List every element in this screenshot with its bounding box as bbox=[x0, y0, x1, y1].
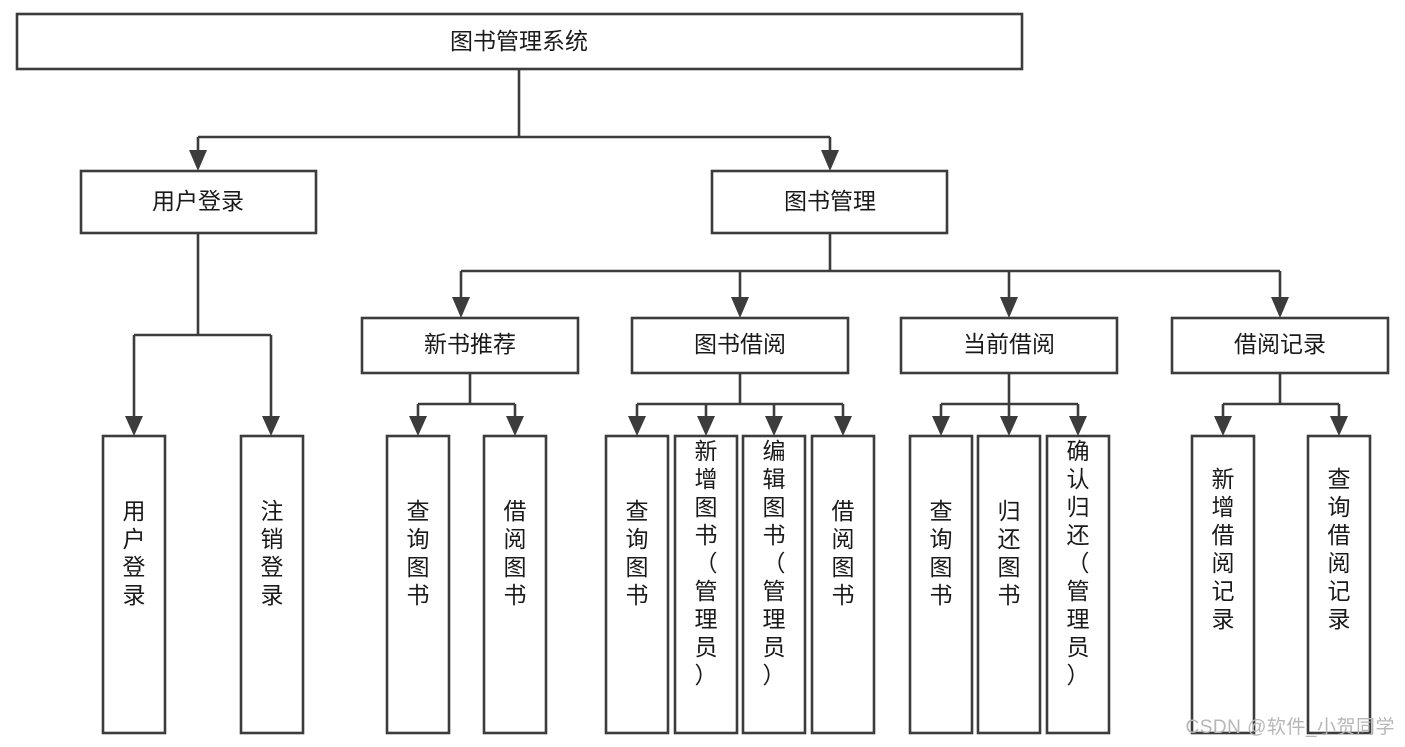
node-leaf-query-book-3[interactable]: 查询图书 bbox=[908, 434, 974, 735]
node-leaf-confirm-return-label: 确认归还（管理员） bbox=[1067, 438, 1090, 688]
node-leaf-query-record[interactable]: 查询借阅记录 bbox=[1306, 434, 1372, 735]
arrow-head-leaf-query-book-1 bbox=[409, 416, 427, 436]
arrow-head-new-book-recommend bbox=[452, 297, 470, 318]
node-current-borrow-label: 当前借阅 bbox=[963, 331, 1055, 357]
node-leaf-add-book[interactable]: 新增图书（管理员） bbox=[673, 434, 739, 735]
node-leaf-logout[interactable]: 注销登录 bbox=[239, 434, 305, 735]
node-new-book-recommend-box[interactable] bbox=[360, 316, 580, 375]
node-leaf-borrow-book-1-label: 借阅图书 bbox=[504, 498, 527, 608]
node-current-borrow-box[interactable] bbox=[899, 316, 1119, 375]
node-book-management[interactable]: 图书管理 bbox=[710, 169, 949, 235]
arrow-head-leaf-query-book-2 bbox=[628, 416, 646, 436]
node-book-borrow-box[interactable] bbox=[630, 316, 850, 375]
arrow-head-leaf-query-record bbox=[1330, 416, 1348, 436]
node-leaf-return-book-label: 归还图书 bbox=[998, 498, 1021, 608]
node-borrow-record-box[interactable] bbox=[1170, 316, 1390, 375]
arrow-head-leaf-logout bbox=[262, 416, 280, 436]
node-book-borrow[interactable]: 图书借阅 bbox=[630, 316, 850, 375]
node-leaf-add-record-box[interactable] bbox=[1190, 434, 1256, 735]
arrow-head-book-borrow bbox=[731, 297, 749, 318]
node-leaf-borrow-book-2-box[interactable] bbox=[810, 434, 876, 735]
arrow-head-leaf-confirm-return bbox=[1069, 416, 1087, 436]
arrow-head-user-login bbox=[189, 150, 207, 171]
node-book-borrow-label: 图书借阅 bbox=[694, 331, 786, 357]
node-book-management-label: 图书管理 bbox=[784, 188, 876, 214]
node-root[interactable]: 图书管理系统 bbox=[15, 12, 1024, 71]
node-leaf-query-book-3-label: 查询图书 bbox=[930, 498, 953, 608]
node-leaf-borrow-book-1[interactable]: 借阅图书 bbox=[482, 434, 548, 735]
node-leaf-edit-book-box[interactable] bbox=[741, 434, 807, 735]
node-leaf-return-book[interactable]: 归还图书 bbox=[976, 434, 1042, 735]
node-leaf-add-book-box[interactable] bbox=[673, 434, 739, 735]
arrow-head-leaf-add-book bbox=[697, 416, 715, 436]
node-leaf-edit-book[interactable]: 编辑图书（管理员） bbox=[741, 434, 807, 735]
arrow-head-current-borrow bbox=[1000, 297, 1018, 318]
node-new-book-recommend[interactable]: 新书推荐 bbox=[360, 316, 580, 375]
arrow-head-leaf-add-record bbox=[1214, 416, 1232, 436]
arrow-head-borrow-record bbox=[1271, 297, 1289, 318]
node-leaf-query-book-2-label: 查询图书 bbox=[626, 498, 649, 608]
node-root-label: 图书管理系统 bbox=[450, 28, 588, 54]
node-leaf-user-login-label: 用户登录 bbox=[123, 498, 146, 608]
node-leaf-add-book-label: 新增图书（管理员） bbox=[695, 438, 718, 688]
node-leaf-borrow-book-2-label: 借阅图书 bbox=[832, 498, 855, 608]
node-borrow-record-label: 借阅记录 bbox=[1234, 331, 1326, 357]
node-user-login-label: 用户登录 bbox=[152, 188, 244, 214]
node-leaf-query-book-1-box[interactable] bbox=[385, 434, 451, 735]
node-leaf-query-book-2[interactable]: 查询图书 bbox=[604, 434, 670, 735]
node-leaf-borrow-book-1-box[interactable] bbox=[482, 434, 548, 735]
node-leaf-query-record-label: 查询借阅记录 bbox=[1328, 466, 1351, 632]
node-user-login-box[interactable] bbox=[79, 169, 318, 235]
node-leaf-return-book-box[interactable] bbox=[976, 434, 1042, 735]
node-leaf-query-book-2-box[interactable] bbox=[604, 434, 670, 735]
node-leaf-user-login-box[interactable] bbox=[101, 434, 167, 735]
node-current-borrow[interactable]: 当前借阅 bbox=[899, 316, 1119, 375]
arrow-head-leaf-borrow-book-1 bbox=[506, 416, 524, 436]
node-leaf-query-record-box[interactable] bbox=[1306, 434, 1372, 735]
node-leaf-edit-book-label: 编辑图书（管理员） bbox=[763, 438, 786, 688]
node-leaf-borrow-book-2[interactable]: 借阅图书 bbox=[810, 434, 876, 735]
node-leaf-confirm-return[interactable]: 确认归还（管理员） bbox=[1045, 434, 1111, 735]
node-new-book-recommend-label: 新书推荐 bbox=[424, 331, 516, 357]
node-leaf-add-record[interactable]: 新增借阅记录 bbox=[1190, 434, 1256, 735]
arrow-head-leaf-return-book bbox=[1000, 416, 1018, 436]
arrow-head-leaf-borrow-book-2 bbox=[834, 416, 852, 436]
arrow-head-leaf-query-book-3 bbox=[932, 416, 950, 436]
node-leaf-query-book-1-label: 查询图书 bbox=[407, 498, 430, 608]
node-root-box[interactable] bbox=[15, 12, 1024, 71]
node-leaf-user-login[interactable]: 用户登录 bbox=[101, 434, 167, 735]
connector-group bbox=[125, 69, 1348, 436]
node-user-login[interactable]: 用户登录 bbox=[79, 169, 318, 235]
node-leaf-confirm-return-box[interactable] bbox=[1045, 434, 1111, 735]
node-book-management-box[interactable] bbox=[710, 169, 949, 235]
arrow-head-book-management bbox=[821, 150, 839, 171]
node-leaf-query-book-3-box[interactable] bbox=[908, 434, 974, 735]
node-leaf-query-book-1[interactable]: 查询图书 bbox=[385, 434, 451, 735]
node-borrow-record[interactable]: 借阅记录 bbox=[1170, 316, 1390, 375]
node-leaf-add-record-label: 新增借阅记录 bbox=[1212, 466, 1235, 632]
node-leaf-logout-box[interactable] bbox=[239, 434, 305, 735]
arrow-head-leaf-user-login bbox=[125, 416, 143, 436]
node-leaf-logout-label: 注销登录 bbox=[261, 498, 284, 608]
arrow-head-leaf-edit-book bbox=[765, 416, 783, 436]
